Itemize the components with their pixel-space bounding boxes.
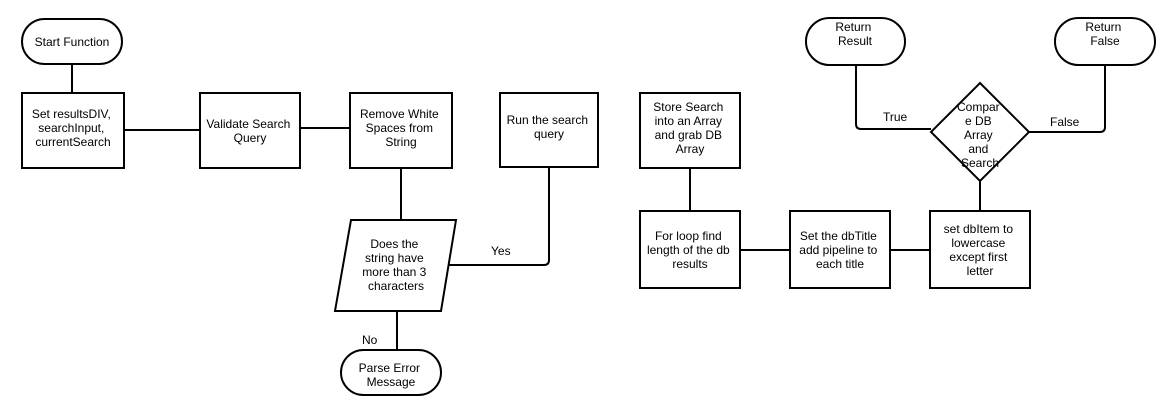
store-search-label: Store Search into an Array and grab DB A… bbox=[653, 100, 726, 156]
process-set-dbtitle bbox=[789, 210, 891, 289]
run-search-query-label: Run the search query bbox=[507, 113, 592, 141]
edge-label-false: False bbox=[1050, 115, 1080, 129]
return-result-label: Return Result bbox=[835, 20, 874, 48]
terminal-start-function bbox=[21, 18, 123, 65]
terminal-parse-error-message bbox=[340, 349, 442, 396]
edge-checklen-to-runquery bbox=[441, 167, 550, 266]
process-for-loop bbox=[639, 210, 741, 289]
process-store-search bbox=[639, 92, 741, 169]
set-variables-label: Set resultsDIV, searchInput, currentSear… bbox=[32, 107, 114, 149]
node-labels: Start Function Set resultsDIV, searchInp… bbox=[32, 20, 1124, 389]
process-run-search-query bbox=[499, 92, 599, 168]
terminal-return-result bbox=[805, 17, 906, 66]
shapes bbox=[21, 17, 1156, 396]
check-string-length-label: Does the string have more than 3 charact… bbox=[362, 237, 429, 293]
set-lowercase-label: set dbItem to lowercase except first let… bbox=[944, 222, 1017, 278]
process-set-lowercase bbox=[929, 210, 1031, 289]
connectors bbox=[71, 64, 1106, 350]
edge-compare-to-returnresult bbox=[855, 65, 931, 130]
validate-search-query-label: Validate Search Query bbox=[206, 117, 293, 145]
decision-compare-db-array bbox=[929, 81, 1031, 183]
set-dbtitle-label: Set the dbTitle add pipeline to each tit… bbox=[799, 229, 880, 271]
edge-compare-to-returnfalse bbox=[1029, 65, 1106, 133]
process-validate-search-query bbox=[199, 92, 301, 169]
edge-label-true: True bbox=[883, 110, 908, 124]
process-set-variables bbox=[21, 92, 125, 169]
io-check-string-length bbox=[333, 219, 458, 312]
edge-label-no: No bbox=[362, 333, 378, 347]
for-loop-label: For loop find length of the db results bbox=[647, 229, 733, 271]
compare-db-array-label: Compar e DB Array and Search bbox=[957, 100, 1003, 170]
terminal-return-false bbox=[1054, 17, 1156, 66]
edge-label-yes: Yes bbox=[491, 244, 511, 258]
remove-white-spaces-label: Remove White Spaces from String bbox=[360, 107, 442, 149]
process-remove-white-spaces bbox=[349, 92, 453, 169]
return-false-label: Return False bbox=[1085, 20, 1124, 48]
edge-labels: Yes No True False bbox=[362, 110, 1080, 347]
start-function-label: Start Function bbox=[35, 35, 110, 49]
parse-error-message-label: Parse Error Message bbox=[359, 361, 424, 389]
